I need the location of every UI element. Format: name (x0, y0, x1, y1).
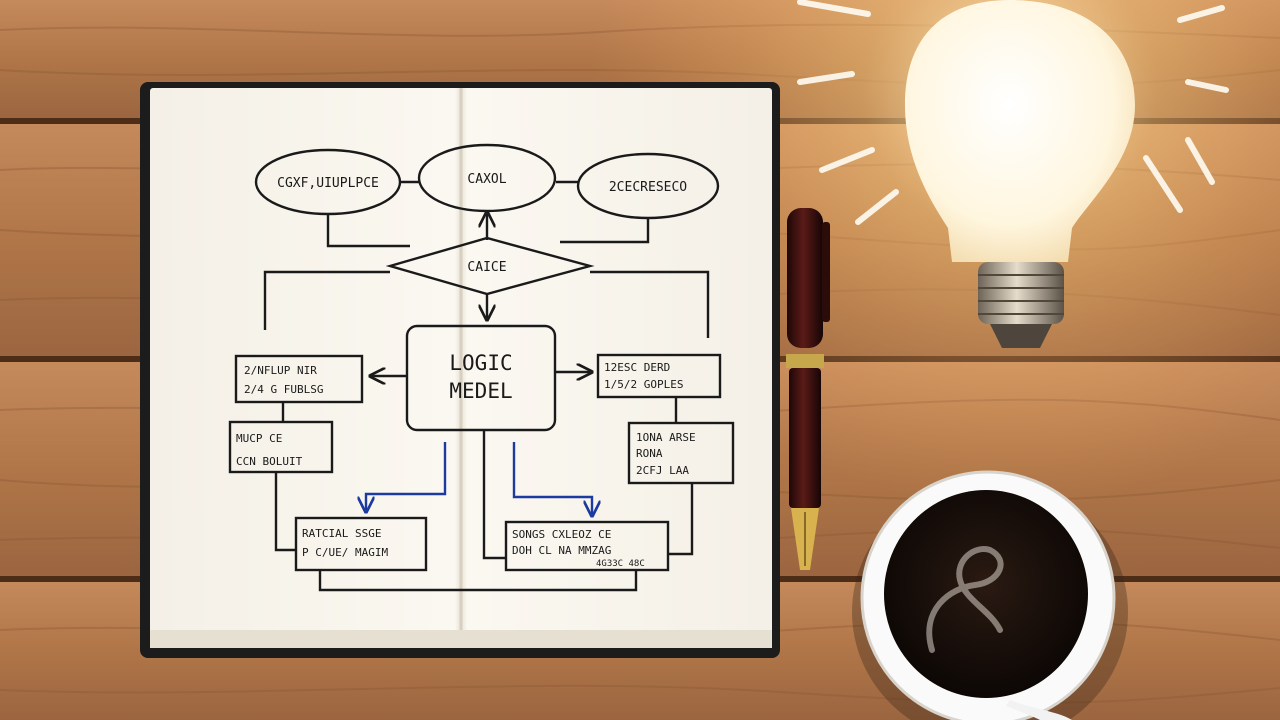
logic-model-box (405, 324, 557, 432)
coffee-cup (852, 470, 1128, 720)
right-small-line-1: 1ONA ARSE (636, 431, 696, 444)
light-rays (797, 0, 1229, 225)
decision-node (385, 236, 595, 296)
fountain-pen (786, 208, 830, 570)
bottom-left-box (294, 516, 428, 572)
bottom-left-line-1: RATCIAL SSGE (302, 527, 381, 540)
left-small-box (228, 420, 334, 474)
light-bulb-icon (905, 0, 1135, 348)
bottom-left-line-2: P C/UE/ MAGIM (302, 546, 388, 559)
right-small-line-3: 2CFJ LAA (636, 464, 689, 477)
bottom-right-line-2: DOH CL NA MMZAG (512, 544, 611, 557)
left-box (234, 354, 364, 404)
logic-model-flowchart (228, 143, 735, 592)
bottom-right-line-3: 4G33C 48C (596, 559, 645, 569)
logic-model-line-1: LOGIC (449, 351, 512, 375)
right-box-line-1: 12ESC DERD (604, 361, 670, 374)
left-small-line-2: CCN BOLUIT (236, 455, 303, 468)
coffee (884, 490, 1088, 698)
right-small-line-2: RONA (636, 447, 663, 460)
oval-label-2: CAXOL (467, 172, 506, 187)
left-box-line-1: 2/NFLUP NIR (244, 364, 317, 377)
steam (926, 546, 1004, 653)
oval-label-3: 2CECRESECO (609, 180, 687, 195)
notebook (140, 82, 780, 658)
bottom-right-box (504, 520, 670, 572)
right-small-box (627, 421, 735, 485)
blue-arrows (366, 442, 592, 514)
left-box-line-2: 2/4 G FUBLSG (244, 383, 323, 396)
oval-label-1: CGXF,UIUPLPCE (277, 176, 379, 191)
logic-model-line-2: MEDEL (449, 379, 512, 403)
left-small-line-1: MUCP CE (236, 432, 282, 445)
decision-label: CAICE (467, 260, 506, 275)
bottom-right-line-1: SONGS CXLEOZ CE (512, 528, 611, 541)
right-box (596, 353, 722, 399)
right-box-line-2: 1/5/2 GOPLES (604, 378, 683, 391)
